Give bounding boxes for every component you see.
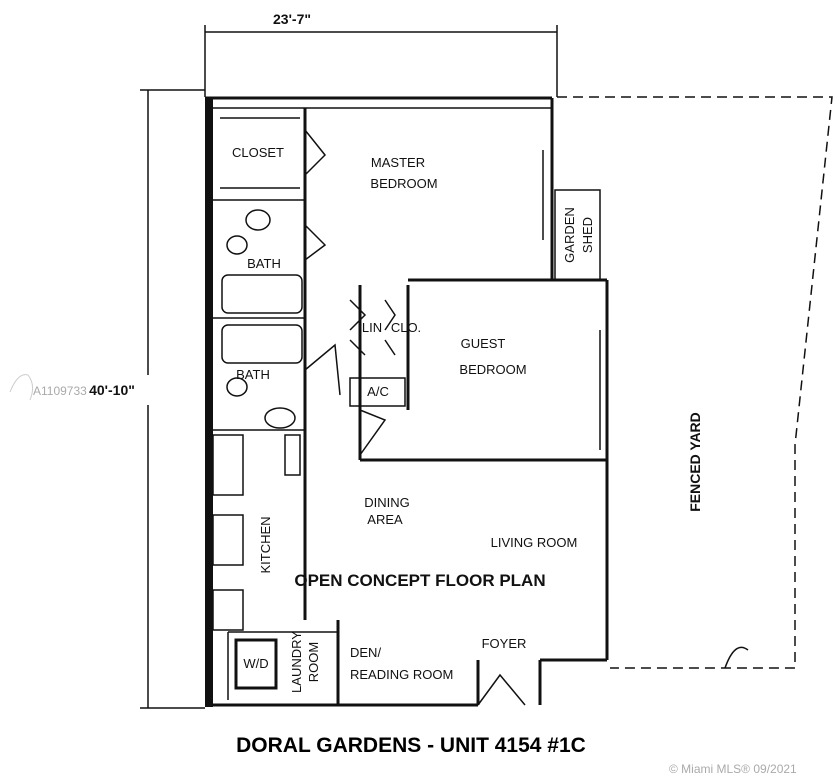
- floor-plan-title: DORAL GARDENS - UNIT 4154 #1C: [236, 734, 586, 757]
- mls-logo-icon: [9, 374, 34, 401]
- dining-label-2: AREA: [367, 512, 403, 527]
- copyright-watermark: © Miami MLS® 09/2021: [669, 762, 797, 776]
- linen-label: LIN: [362, 320, 382, 335]
- closet-label: CLOSET: [232, 145, 284, 160]
- laundry-label-1: LAUNDRY: [289, 631, 304, 693]
- master-bedroom-label-2: BEDROOM: [370, 176, 437, 191]
- garden-label: GARDEN: [562, 207, 577, 263]
- ac-label: A/C: [367, 384, 389, 399]
- dining-label-1: DINING: [364, 495, 410, 510]
- guest-bedroom-label-1: GUEST: [461, 336, 506, 351]
- open-concept-label: OPEN CONCEPT FLOOR PLAN: [294, 571, 545, 590]
- garden-shed: [554, 189, 601, 281]
- den-label-2: READING ROOM: [350, 667, 453, 682]
- living-room-label: LIVING ROOM: [491, 535, 578, 550]
- walls: [205, 96, 609, 707]
- den-label-1: DEN/: [350, 645, 381, 660]
- width-dimension-line: [204, 25, 558, 97]
- foyer-label: FOYER: [482, 636, 527, 651]
- shed-label: SHED: [580, 217, 595, 253]
- bath-label-1: BATH: [247, 256, 281, 271]
- fenced-yard-label: FENCED YARD: [687, 412, 703, 512]
- bath-label-2: BATH: [236, 367, 270, 382]
- wd-label: W/D: [243, 656, 268, 671]
- fenced-yard-boundary: [557, 96, 833, 669]
- master-bedroom-label-1: MASTER: [371, 155, 425, 170]
- depth-label: 40'-10": [89, 382, 135, 398]
- guest-bedroom-label-2: BEDROOM: [459, 362, 526, 377]
- width-label: 23'-7": [273, 11, 311, 27]
- closet-2-label: CLO.: [391, 320, 421, 335]
- mls-id-watermark: A1109733: [33, 384, 87, 398]
- laundry-label-2: ROOM: [306, 642, 321, 682]
- kitchen-label: KITCHEN: [258, 516, 273, 573]
